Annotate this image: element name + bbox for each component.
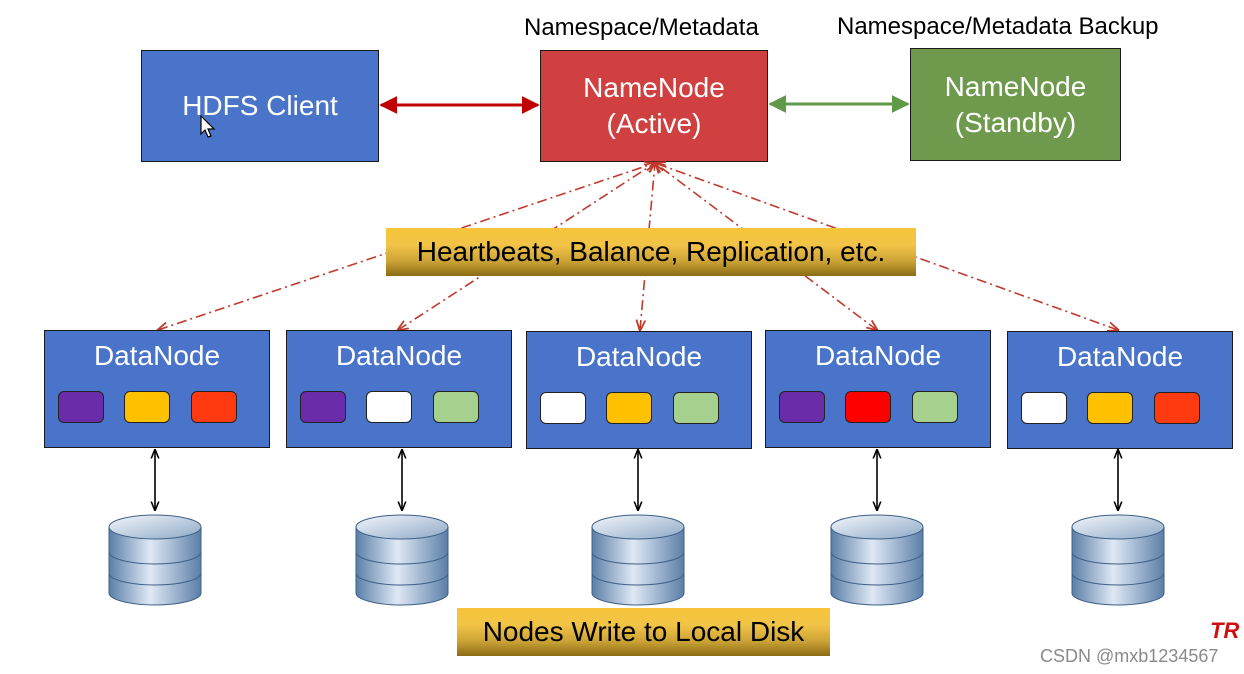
heartbeat-banner: Heartbeats, Balance, Replication, etc. — [386, 228, 916, 276]
disk-icon-2 — [355, 514, 449, 606]
datanode-3-block-2 — [606, 392, 652, 424]
namespace-metadata-backup-label: Namespace/Metadata Backup — [837, 13, 1159, 40]
local-disk-banner: Nodes Write to Local Disk — [457, 608, 830, 656]
disk-icon-5 — [1071, 514, 1165, 606]
datanode-1-block-2 — [124, 391, 170, 423]
namenode-standby-box: NameNode (Standby) — [910, 48, 1121, 161]
namenode-standby-status: (Standby) — [954, 106, 1077, 138]
datanode-3-block-3 — [673, 392, 719, 424]
datanode-2-title: DataNode — [335, 340, 463, 371]
namespace-metadata-label: Namespace/Metadata — [524, 14, 759, 41]
datanode-1-block-1 — [58, 391, 104, 423]
datanode-2-block-1 — [300, 391, 346, 423]
datanode-3-title: DataNode — [575, 341, 703, 372]
datanode-5-block-2 — [1087, 392, 1133, 424]
corner-logo: TR — [1210, 618, 1240, 643]
csdn-watermark: CSDN @mxb1234567 — [1040, 646, 1219, 666]
datanode-2-block-2 — [366, 391, 412, 423]
datanode-4-block-3 — [912, 391, 958, 423]
namenode-active-box: NameNode (Active) — [540, 50, 768, 162]
datanode-1-title: DataNode — [93, 340, 221, 371]
datanode-4: DataNode — [765, 330, 991, 448]
datanode-1: DataNode — [44, 330, 270, 448]
disk-icon-4 — [830, 514, 924, 606]
datanode-2-block-3 — [433, 391, 479, 423]
datanode-5-block-3 — [1154, 392, 1200, 424]
datanode-1-block-3 — [191, 391, 237, 423]
local-disk-banner-text: Nodes Write to Local Disk — [482, 616, 805, 647]
namenode-standby-title: NameNode — [944, 70, 1087, 102]
hdfs-client-label: HDFS Client — [182, 90, 338, 121]
heartbeat-banner-text: Heartbeats, Balance, Replication, etc. — [416, 236, 886, 267]
datanode-3-block-1 — [540, 392, 586, 424]
datanode-2: DataNode — [286, 330, 512, 448]
disk-icon-1 — [108, 514, 202, 606]
datanode-4-block-2 — [845, 391, 891, 423]
heartbeat-line-2 — [398, 163, 655, 330]
namenode-active-title: NameNode — [583, 72, 725, 103]
datanode-3: DataNode — [526, 331, 752, 449]
datanode-5-title: DataNode — [1056, 341, 1184, 372]
mouse-cursor-icon — [200, 115, 216, 138]
datanode-4-block-1 — [779, 391, 825, 423]
hdfs-client-box: HDFS Client — [141, 50, 379, 162]
datanode-5-block-1 — [1021, 392, 1067, 424]
namenode-active-status: (Active) — [606, 108, 702, 139]
datanode-4-title: DataNode — [814, 340, 942, 371]
datanode-5: DataNode — [1007, 331, 1233, 449]
disk-icon-3 — [591, 514, 685, 606]
